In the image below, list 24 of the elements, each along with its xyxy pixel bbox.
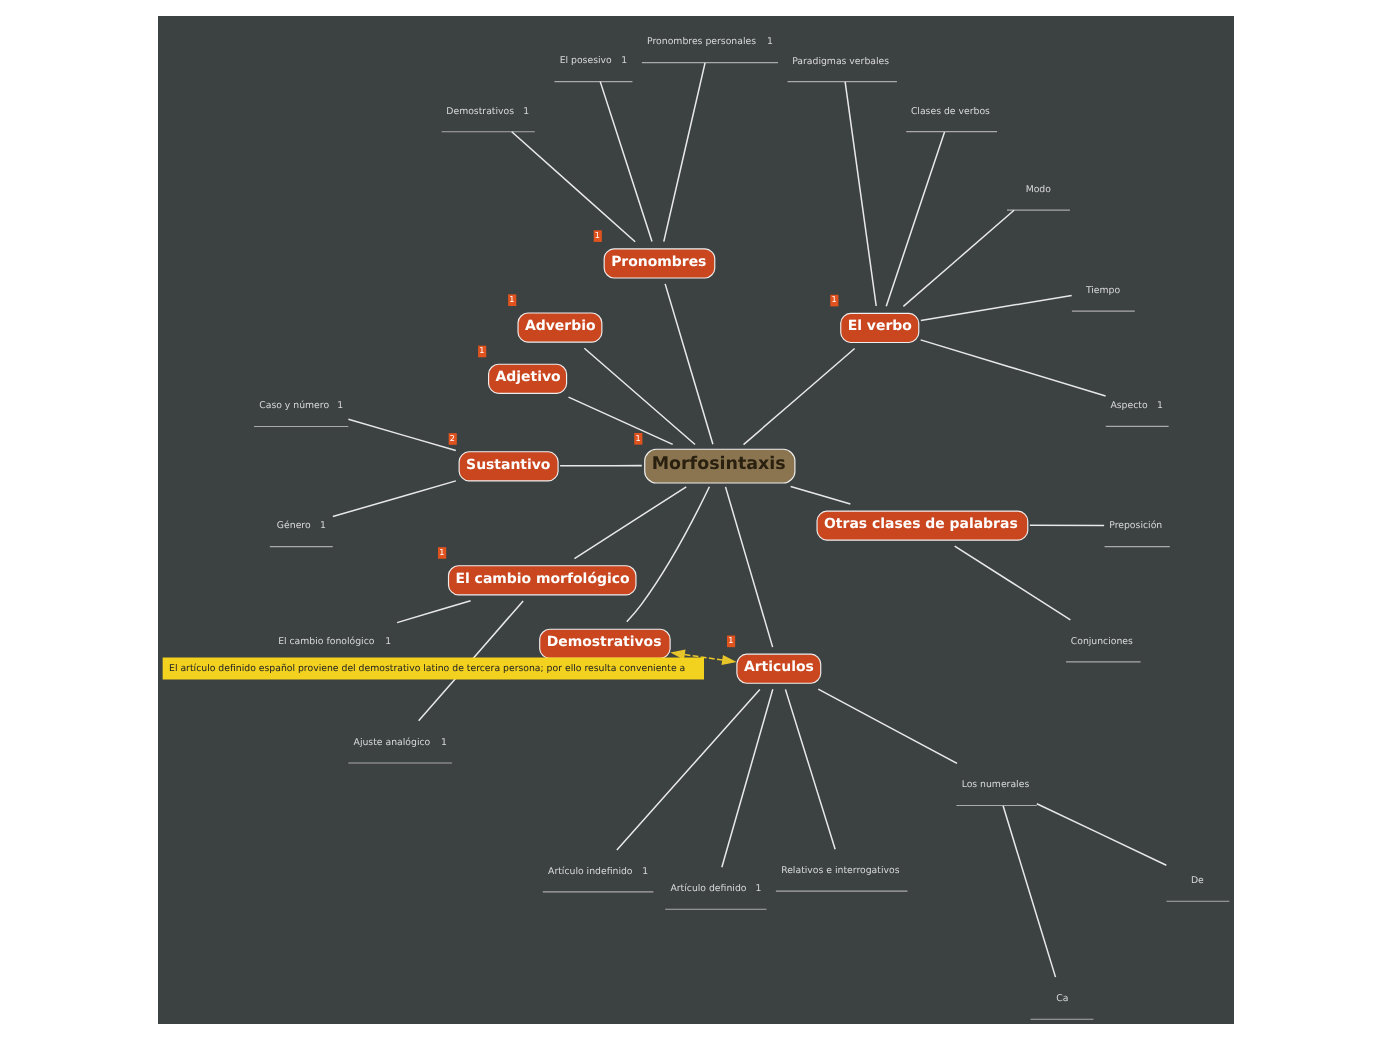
connector (784, 688, 836, 850)
connector (616, 688, 761, 851)
connector (742, 347, 856, 446)
connector (626, 486, 711, 623)
connector (1002, 805, 1057, 978)
connector (332, 480, 457, 518)
arrow (670, 649, 737, 666)
connector (885, 131, 946, 307)
connector (919, 339, 1107, 397)
connector (789, 485, 852, 505)
connector (920, 294, 1073, 322)
connector (953, 545, 1072, 621)
connector (663, 62, 706, 243)
connector (1029, 524, 1105, 527)
connector (573, 486, 687, 560)
connector (396, 600, 472, 624)
connector (902, 209, 1015, 308)
connector (1036, 802, 1168, 867)
connector (664, 283, 714, 445)
connector (559, 464, 643, 467)
connector (844, 81, 877, 307)
connector (721, 688, 774, 868)
connector (817, 688, 958, 765)
connector (599, 80, 653, 243)
